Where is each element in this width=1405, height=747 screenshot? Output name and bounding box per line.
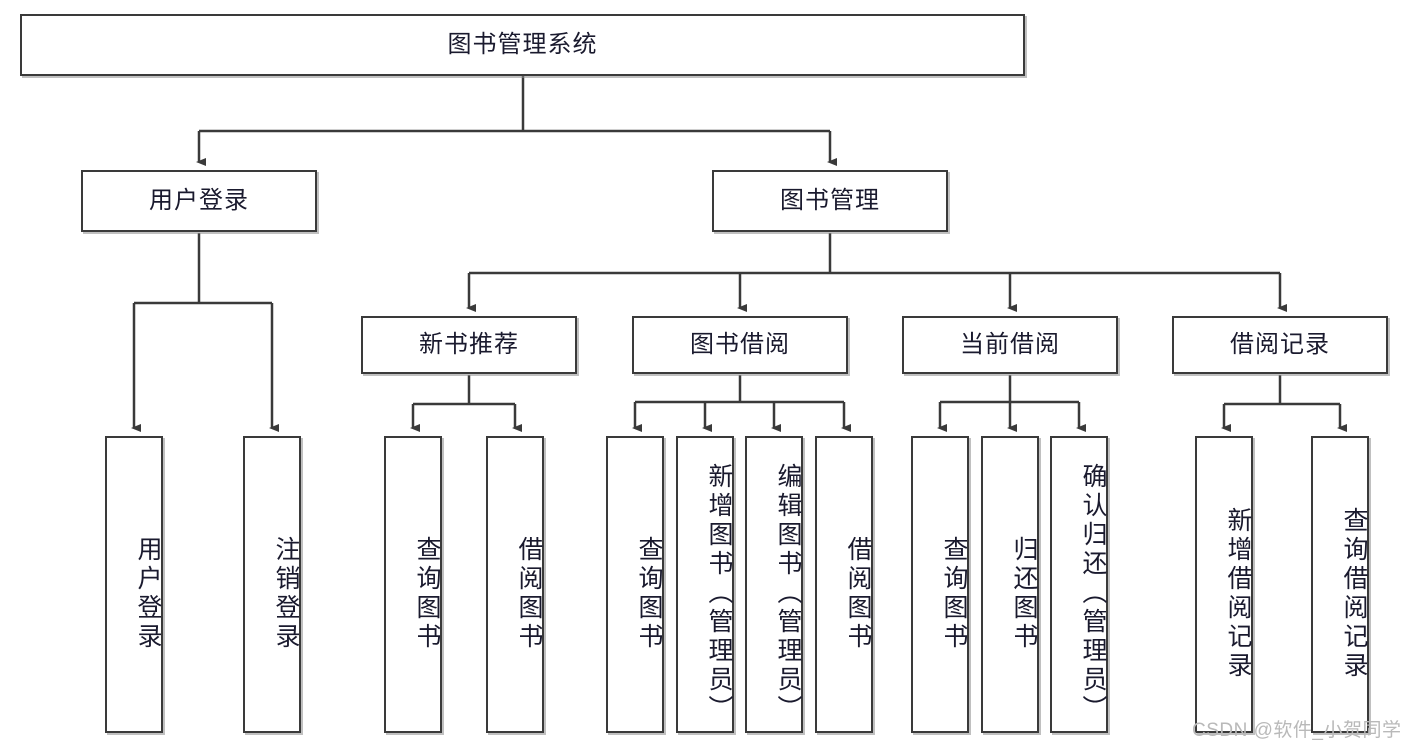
node-leaf-confirm-return[interactable]: 确认归还（管理员） [1050, 436, 1108, 733]
node-leaf-borrow-book-2[interactable]: 借阅图书 [815, 436, 873, 733]
node-book-borrow-label: 图书借阅 [690, 330, 790, 358]
node-leaf-query-record-label: 查询借阅记录 [1340, 506, 1368, 681]
node-user-login[interactable]: 用户登录 [81, 170, 317, 232]
node-leaf-logout[interactable]: 注销登录 [243, 436, 301, 733]
node-leaf-borrow-book-1-label: 借阅图书 [515, 535, 543, 652]
node-leaf-query-book-2-label: 查询图书 [635, 535, 663, 652]
node-user-login-label: 用户登录 [149, 186, 249, 214]
node-leaf-edit-book[interactable]: 编辑图书（管理员） [745, 436, 803, 733]
node-book-manage[interactable]: 图书管理 [712, 170, 948, 232]
node-book-manage-label: 图书管理 [780, 186, 880, 214]
node-leaf-query-book-1-label: 查询图书 [413, 535, 441, 652]
node-leaf-query-book-3[interactable]: 查询图书 [911, 436, 969, 733]
node-leaf-confirm-return-label: 确认归还（管理员） [1079, 463, 1107, 724]
node-current-borrow-label: 当前借阅 [960, 330, 1060, 358]
node-leaf-add-book[interactable]: 新增图书（管理员） [676, 436, 734, 733]
node-new-book-rec[interactable]: 新书推荐 [361, 316, 577, 374]
node-borrow-record-label: 借阅记录 [1230, 330, 1330, 358]
csdn-watermark: CSDN @软件_小贺同学 [1192, 720, 1402, 741]
node-leaf-add-record[interactable]: 新增借阅记录 [1195, 436, 1253, 733]
node-leaf-user-login-label: 用户登录 [134, 535, 162, 652]
node-leaf-logout-label: 注销登录 [272, 535, 300, 652]
node-leaf-edit-book-label: 编辑图书（管理员） [774, 463, 802, 724]
node-leaf-query-book-2[interactable]: 查询图书 [606, 436, 664, 733]
node-new-book-rec-label: 新书推荐 [419, 330, 519, 358]
node-leaf-query-record[interactable]: 查询借阅记录 [1311, 436, 1369, 733]
node-leaf-query-book-3-label: 查询图书 [940, 535, 968, 652]
node-leaf-borrow-book-2-label: 借阅图书 [844, 535, 872, 652]
node-root-label: 图书管理系统 [447, 30, 598, 58]
node-leaf-query-book-1[interactable]: 查询图书 [384, 436, 442, 733]
node-leaf-add-book-label: 新增图书（管理员） [705, 463, 733, 724]
node-leaf-user-login[interactable]: 用户登录 [105, 436, 163, 733]
node-leaf-return-book[interactable]: 归还图书 [981, 436, 1039, 733]
node-current-borrow[interactable]: 当前借阅 [902, 316, 1118, 374]
node-root[interactable]: 图书管理系统 [20, 14, 1025, 76]
node-leaf-borrow-book-1[interactable]: 借阅图书 [486, 436, 544, 733]
node-leaf-return-book-label: 归还图书 [1010, 535, 1038, 652]
node-book-borrow[interactable]: 图书借阅 [632, 316, 848, 374]
node-leaf-add-record-label: 新增借阅记录 [1224, 506, 1252, 681]
node-borrow-record[interactable]: 借阅记录 [1172, 316, 1388, 374]
